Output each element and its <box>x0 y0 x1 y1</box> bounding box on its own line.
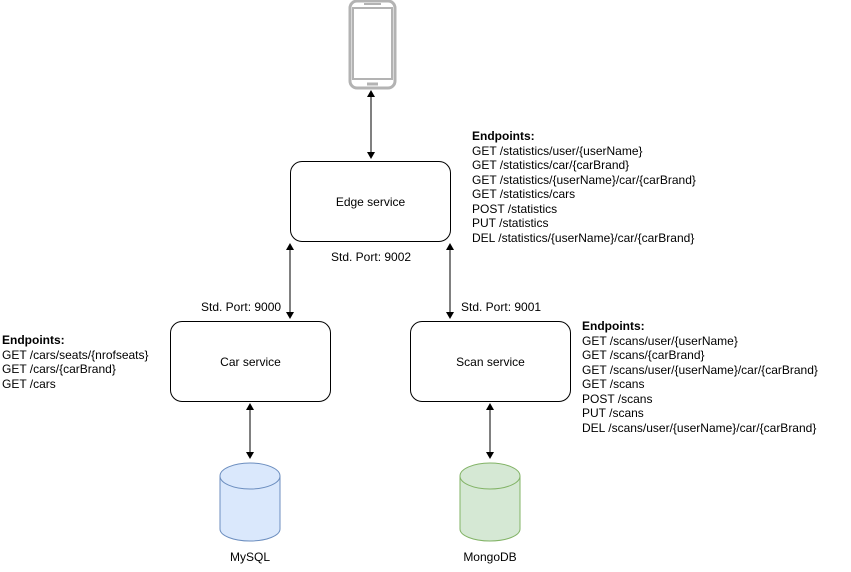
smartphone-icon <box>348 0 397 90</box>
edge-endpoint: PUT /statistics <box>472 216 549 230</box>
edge-endpoint: POST /statistics <box>472 201 558 216</box>
edge-endpoints: Endpoints: GET /statistics/user/{userNam… <box>472 129 696 245</box>
scan-endpoints: Endpoints: GET /scans/user/{userName} GE… <box>582 319 818 435</box>
edge-service-label: Edge service <box>335 194 406 209</box>
scan-endpoint: GET /scans <box>582 377 645 391</box>
scan-endpoints-title: Endpoints: <box>582 319 645 333</box>
edge-endpoint: DEL /statistics/{userName}/car/{carBrand… <box>472 230 695 245</box>
scan-endpoint: GET /scans/user/{userName} <box>582 333 738 348</box>
edge-service-box[interactable]: Edge service <box>290 161 451 242</box>
edge-endpoints-title: Endpoints: <box>472 129 535 143</box>
car-endpoints-title: Endpoints: <box>2 333 65 347</box>
edge-endpoint: GET /statistics/user/{userName} <box>472 143 643 158</box>
mysql-label: MySQL <box>229 550 270 564</box>
scan-endpoint: PUT /scans <box>582 406 644 420</box>
edge-endpoint: GET /statistics/{userName}/car/{carBrand… <box>472 172 696 187</box>
car-endpoint: GET /cars/seats/{nrofseats} <box>2 347 149 362</box>
mysql-database-icon <box>219 462 281 542</box>
car-port-label: Std. Port: 9000 <box>201 300 282 314</box>
edge-endpoint: GET /statistics/car/{carBrand} <box>472 158 630 172</box>
edge-endpoint: GET /statistics/cars <box>472 187 576 201</box>
scan-service-box[interactable]: Scan service <box>410 321 571 402</box>
edge-port-label: Std. Port: 9002 <box>331 250 412 264</box>
car-endpoint: GET /cars/{carBrand} <box>2 362 116 376</box>
car-service-box[interactable]: Car service <box>170 321 331 402</box>
mongodb-label: MongoDB <box>463 550 517 564</box>
car-service-label: Car service <box>220 354 281 369</box>
scan-endpoint: DEL /scans/user/{userName}/car/{carBrand… <box>582 420 817 435</box>
scan-endpoint: POST /scans <box>582 391 653 406</box>
mongodb-database-icon <box>459 462 521 542</box>
scan-endpoint: GET /scans/user/{userName}/car/{carBrand… <box>582 362 818 377</box>
scan-endpoint: GET /scans/{carBrand} <box>582 348 705 362</box>
scan-port-label: Std. Port: 9001 <box>461 300 542 314</box>
car-endpoints: Endpoints: GET /cars/seats/{nrofseats} G… <box>2 333 149 391</box>
car-endpoint: GET /cars <box>2 376 56 391</box>
scan-service-label: Scan service <box>456 354 525 369</box>
